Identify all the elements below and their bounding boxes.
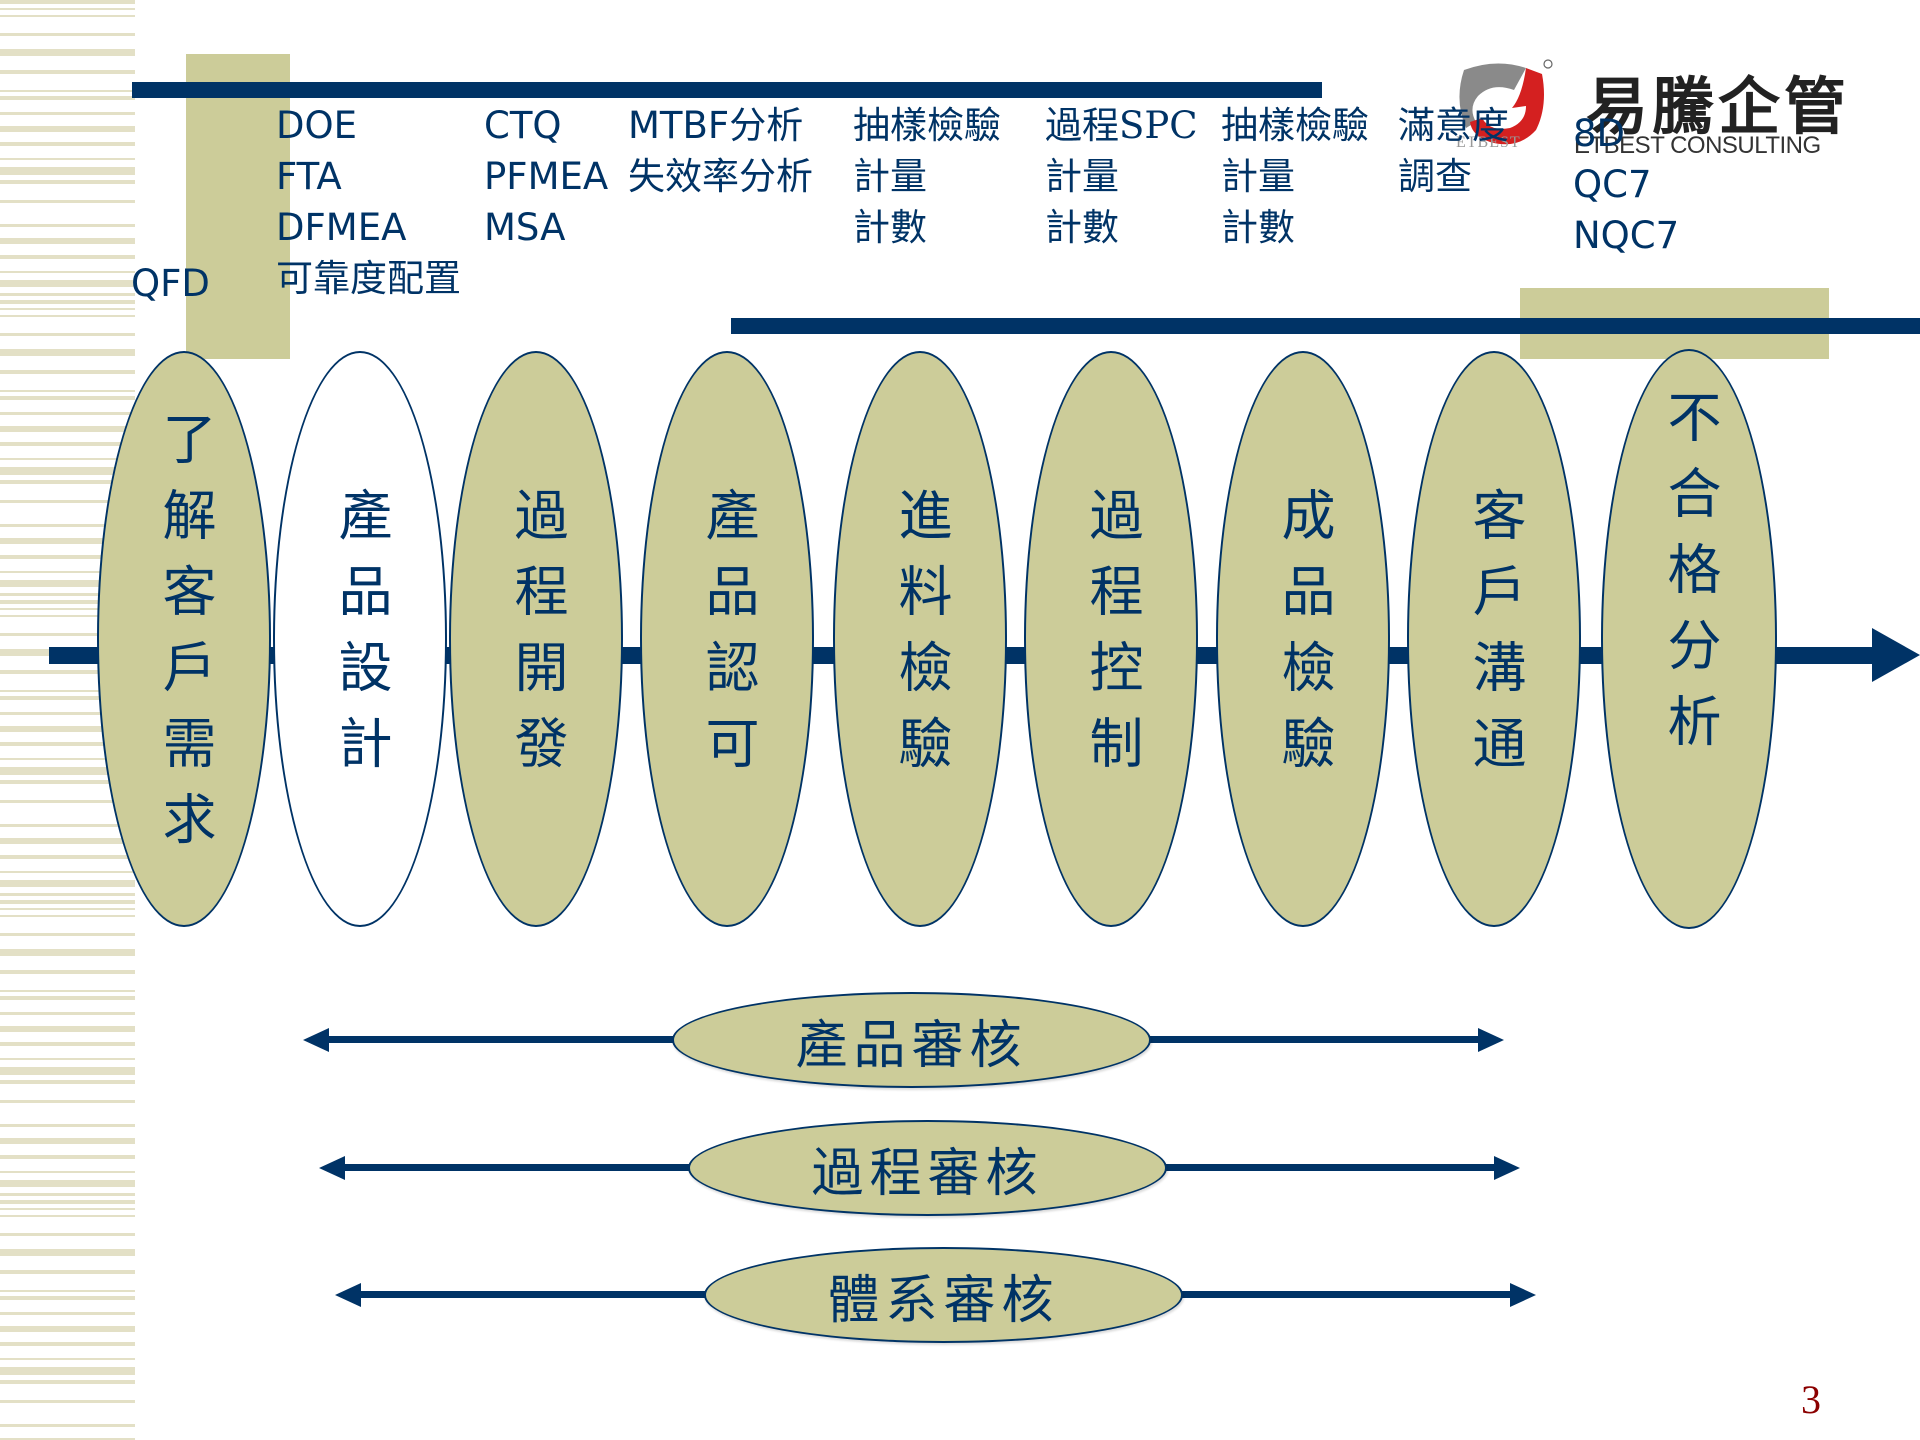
arrow-right-icon bbox=[1494, 1156, 1520, 1180]
tools-column-design: DOE FTA DFMEA 可靠度配置 bbox=[276, 100, 461, 304]
tool-label: MSA bbox=[484, 206, 566, 249]
tools-column-reliability: MTBF分析 失效率分析 bbox=[628, 100, 813, 202]
tool-label: 滿意度 bbox=[1398, 104, 1509, 147]
tool-label: 計數 bbox=[1221, 206, 1295, 249]
tools-column-process: CTQ PFMEA MSA bbox=[484, 100, 608, 253]
step-process-control: 過程控制 bbox=[1024, 351, 1198, 927]
tools-column-customer: 滿意度 調查 bbox=[1398, 100, 1509, 202]
top-navy-bar bbox=[132, 82, 1322, 98]
arrow-right-icon bbox=[1510, 1283, 1536, 1307]
second-navy-bar bbox=[731, 318, 1920, 334]
tool-label: 過程SPC bbox=[1045, 104, 1198, 147]
audit-product-ellipse: 產品審核 bbox=[672, 992, 1151, 1088]
logo-mark-text: ETBEST bbox=[1456, 134, 1521, 151]
tool-label: 調查 bbox=[1398, 155, 1472, 198]
step-label: 客戶溝通 bbox=[1463, 487, 1526, 791]
tool-label: PFMEA bbox=[484, 155, 609, 198]
step-label: 過程開發 bbox=[505, 487, 568, 791]
step-nonconformance-analysis: 不合格分析 bbox=[1601, 349, 1777, 929]
tool-label: 計量 bbox=[853, 155, 927, 198]
tool-label: MTBF分析 bbox=[628, 104, 804, 147]
tools-column-incoming: 抽樣檢驗 計量 計數 bbox=[853, 100, 1001, 253]
tool-label: 抽樣檢驗 bbox=[853, 104, 1001, 147]
tool-label: 計量 bbox=[1221, 155, 1295, 198]
audit-process-ellipse: 過程審核 bbox=[688, 1120, 1167, 1216]
step-incoming-inspection: 進料檢驗 bbox=[833, 351, 1007, 927]
company-logo: ETBEST 易騰企管 ETBEST CONSULTING bbox=[1456, 56, 1846, 162]
arrow-right-icon bbox=[1872, 628, 1920, 682]
tool-label: 計數 bbox=[1045, 206, 1119, 249]
step-label: 產品設計 bbox=[329, 487, 392, 791]
audit-label: 體系審核 bbox=[827, 1270, 1060, 1331]
arrow-right-icon bbox=[1478, 1028, 1504, 1052]
etbest-logo-icon bbox=[1459, 59, 1553, 145]
step-understand-customer-needs: 了解客戶需求 bbox=[97, 351, 271, 927]
step-label: 成品檢驗 bbox=[1272, 487, 1335, 791]
tool-label: CTQ bbox=[484, 104, 562, 147]
tool-label: NQC7 bbox=[1573, 214, 1680, 257]
audit-system-ellipse: 體系審核 bbox=[704, 1247, 1183, 1343]
audit-label: 產品審核 bbox=[795, 1015, 1028, 1076]
tool-label: 8D bbox=[1573, 112, 1626, 155]
step-product-design: 產品設計 bbox=[273, 351, 447, 927]
step-label: 產品認可 bbox=[696, 487, 759, 791]
tools-column-nonconformance: 8D QC7 NQC7 bbox=[1573, 108, 1679, 261]
step-process-development: 過程開發 bbox=[449, 351, 623, 927]
tool-label: DOE bbox=[276, 104, 357, 147]
tool-label: FTA bbox=[276, 155, 342, 198]
step-label: 進料檢驗 bbox=[889, 487, 952, 791]
tool-label: 抽樣檢驗 bbox=[1221, 104, 1369, 147]
step-customer-communication: 客戶溝通 bbox=[1407, 351, 1581, 927]
tool-label-qfd: QFD bbox=[131, 262, 210, 305]
logo-brand-english: ETBEST CONSULTING bbox=[1574, 132, 1821, 159]
arrow-left-icon bbox=[303, 1028, 329, 1052]
step-label: 過程控制 bbox=[1080, 487, 1143, 791]
step-label: 不合格分析 bbox=[1658, 389, 1721, 769]
step-product-approval: 產品認可 bbox=[640, 351, 814, 927]
tool-label: 失效率分析 bbox=[628, 155, 813, 198]
tool-label: 計量 bbox=[1045, 155, 1119, 198]
tools-column-final: 抽樣檢驗 計量 計數 bbox=[1221, 100, 1369, 253]
tool-label: QC7 bbox=[1573, 163, 1652, 206]
arrow-left-icon bbox=[335, 1283, 361, 1307]
tools-column-process-control: 過程SPC 計量 計數 bbox=[1045, 100, 1198, 253]
tool-label: 計數 bbox=[853, 206, 927, 249]
khaki-accent-block-left bbox=[186, 54, 290, 359]
arrow-left-icon bbox=[319, 1156, 345, 1180]
audit-label: 過程審核 bbox=[811, 1143, 1044, 1204]
logo-brand-chinese: 易騰企管 bbox=[1586, 70, 1851, 143]
step-final-inspection: 成品檢驗 bbox=[1216, 351, 1390, 927]
page-number: 3 bbox=[1801, 1377, 1821, 1422]
tool-label: DFMEA bbox=[276, 206, 407, 249]
step-label: 了解客戶需求 bbox=[153, 411, 216, 867]
tool-label: 可靠度配置 bbox=[276, 257, 461, 300]
